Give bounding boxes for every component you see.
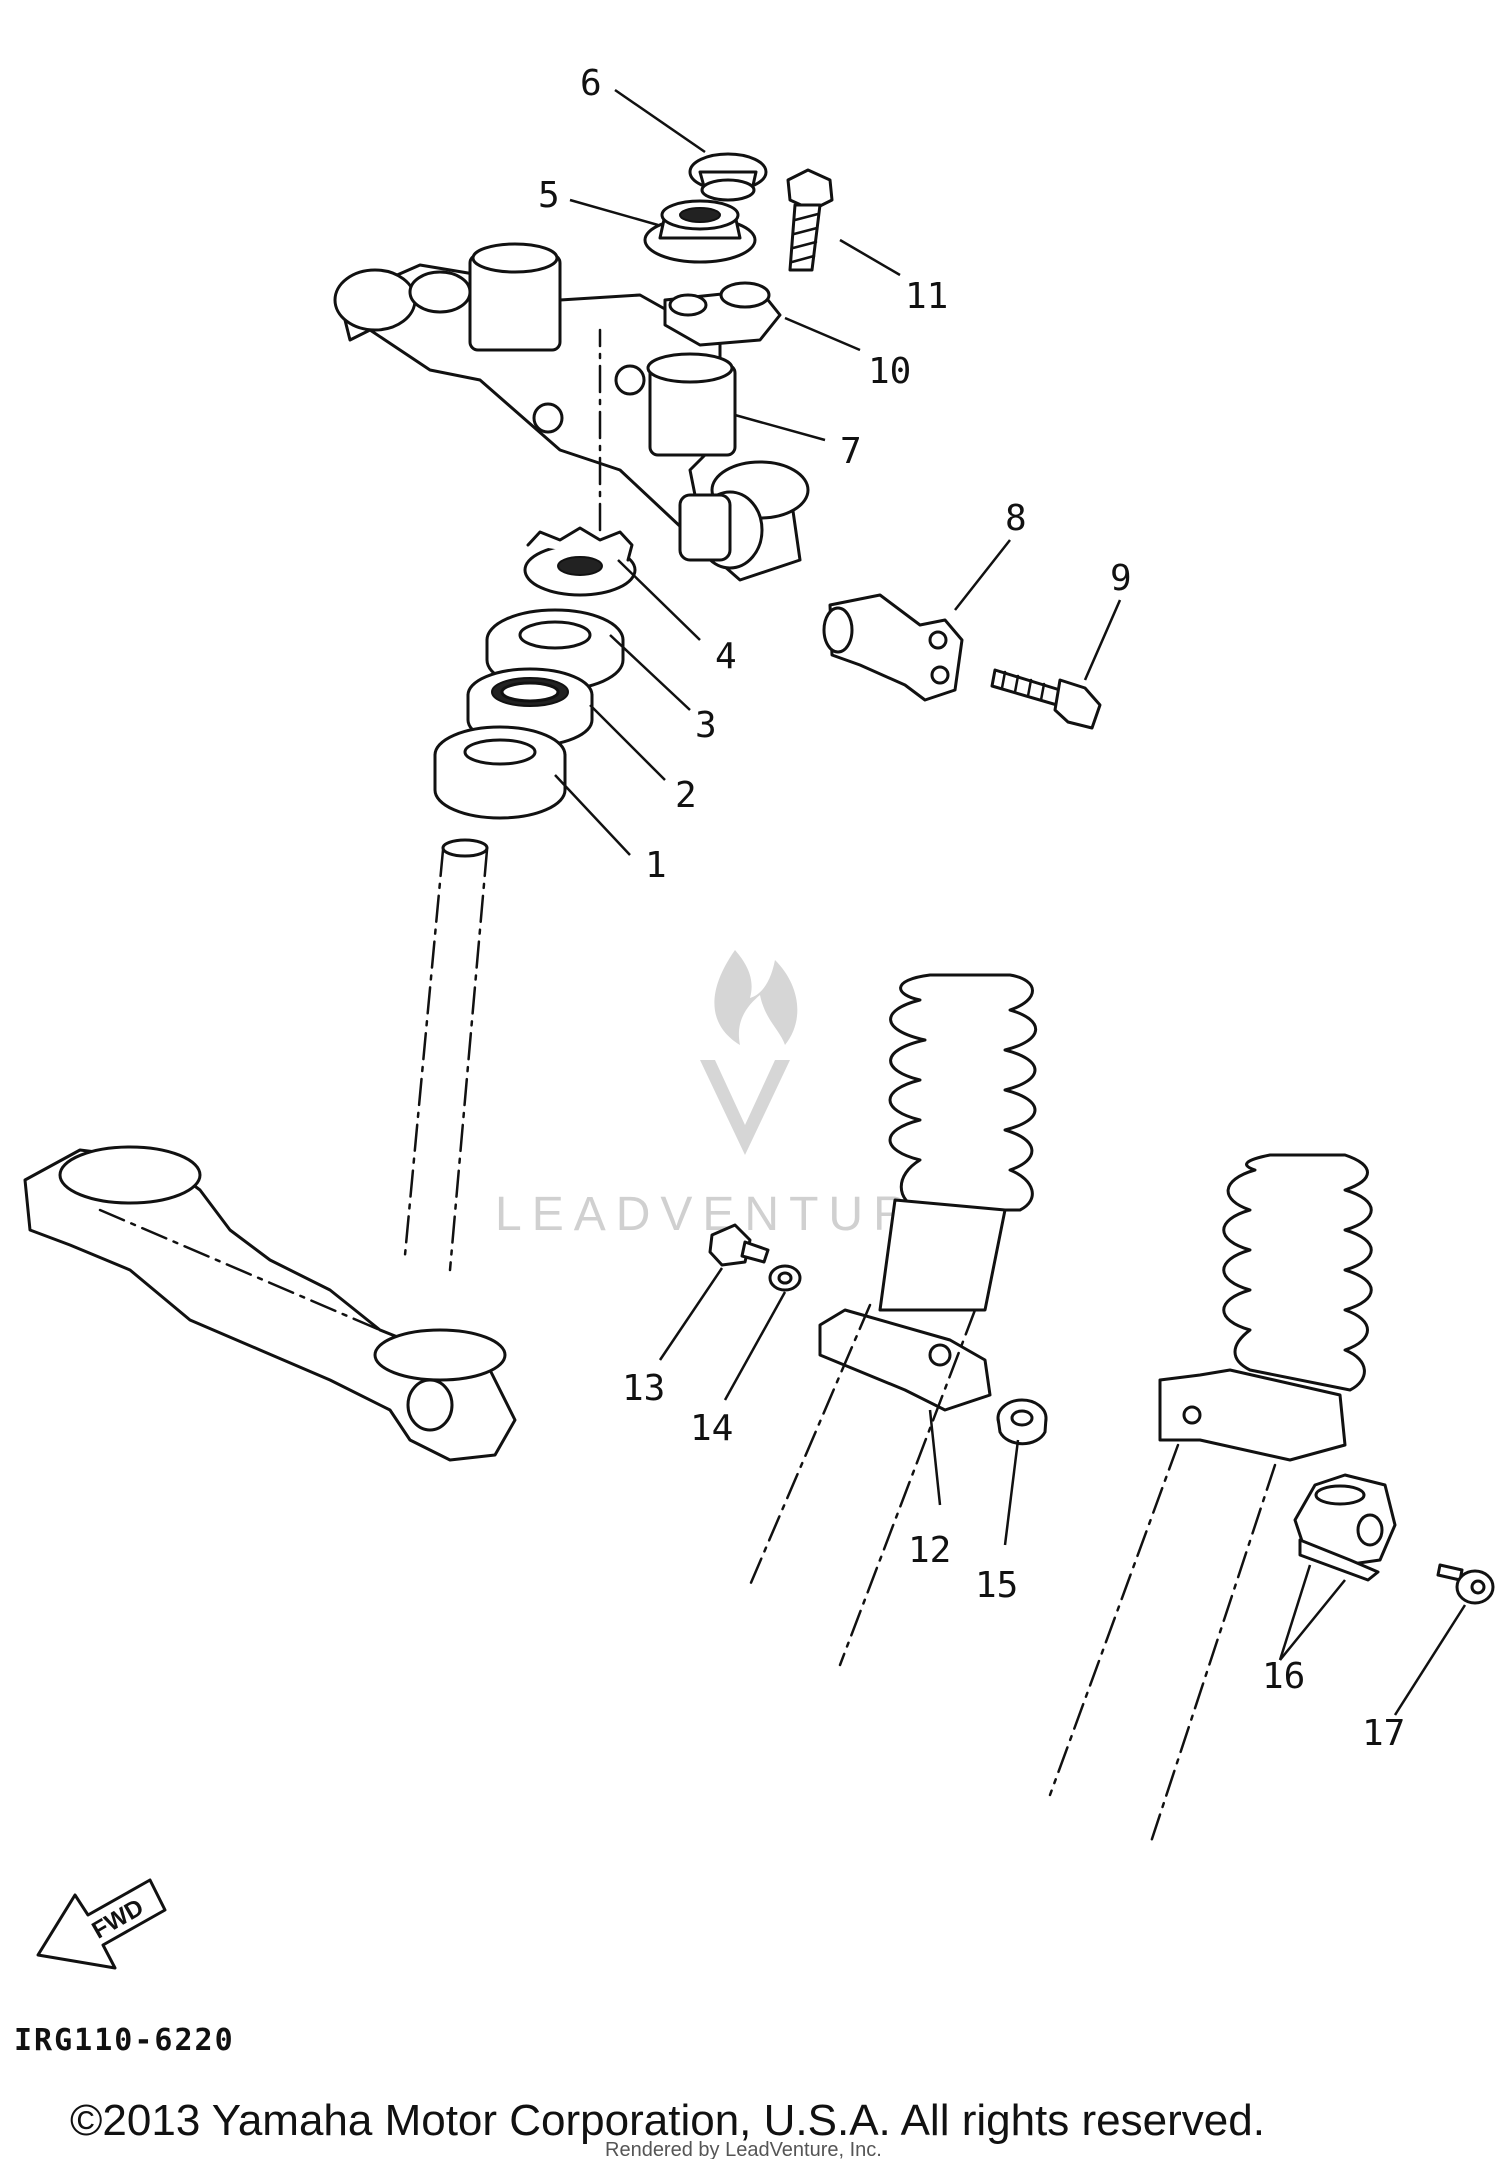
lower-bearing xyxy=(433,725,567,820)
holder-screw xyxy=(1436,1563,1495,1605)
callout-15: 15 xyxy=(975,1565,1018,1606)
callout-7: 7 xyxy=(840,431,862,472)
handlebar-clamp-cap xyxy=(663,281,782,347)
steering-stem xyxy=(403,328,602,1272)
fork-bolt xyxy=(708,1223,770,1267)
fork-nut xyxy=(996,1398,1048,1446)
stem-cap xyxy=(688,152,768,202)
callout-16: 16 xyxy=(1262,1656,1305,1697)
fork-washer xyxy=(768,1264,802,1292)
cable-holder xyxy=(1293,1473,1397,1582)
callout-11: 11 xyxy=(905,276,948,317)
callout-labels: 1 2 3 4 5 6 7 8 9 10 11 12 13 14 15 16 1… xyxy=(538,63,1405,1754)
leader-lines xyxy=(554,88,1467,1716)
callout-3: 3 xyxy=(695,705,717,746)
callout-13: 13 xyxy=(622,1368,665,1409)
right-fork-tube xyxy=(1048,1153,1373,1847)
callout-9: 9 xyxy=(1110,558,1132,599)
ring-nut xyxy=(523,526,637,597)
callout-1: 1 xyxy=(645,845,667,886)
upper-bracket xyxy=(333,242,810,582)
callout-14: 14 xyxy=(690,1408,733,1449)
callout-8: 8 xyxy=(1005,498,1027,539)
handlebar-holder xyxy=(822,593,964,702)
callout-17: 17 xyxy=(1362,1713,1405,1754)
holder-bolt xyxy=(990,668,1102,730)
lower-bracket xyxy=(23,1145,517,1462)
callout-2: 2 xyxy=(675,775,697,816)
steering-nut xyxy=(643,199,757,264)
rendered-by-credit: Rendered by LeadVenture, Inc. xyxy=(605,2139,882,2159)
callout-4: 4 xyxy=(715,636,737,677)
callout-5: 5 xyxy=(538,175,560,216)
copyright-notice: ©2013 Yamaha Motor Corporation, U.S.A. A… xyxy=(70,2096,1265,2145)
front-fork xyxy=(748,973,1038,1667)
diagram-reference-code: IRG110-6220 xyxy=(14,2023,235,2058)
clamp-bolt xyxy=(786,168,834,272)
callout-10: 10 xyxy=(868,351,911,392)
fwd-arrow-icon: FWD xyxy=(36,1878,167,1970)
callout-6: 6 xyxy=(580,63,602,104)
callout-12: 12 xyxy=(908,1530,951,1571)
